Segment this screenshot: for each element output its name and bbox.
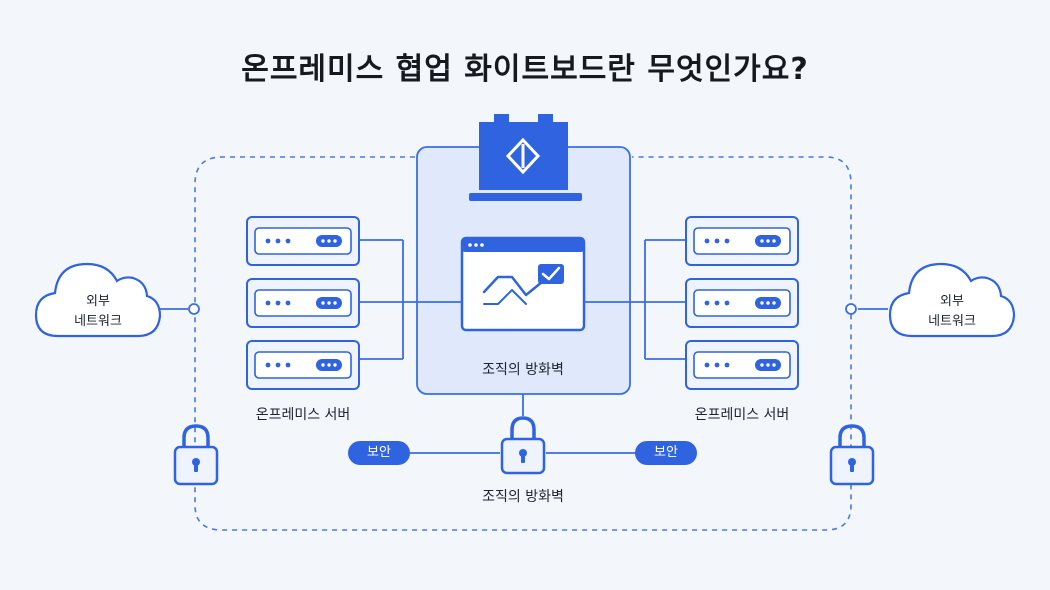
left-servers-label: 온프레미스 서버	[255, 407, 351, 423]
security-badge-right: 보안	[635, 441, 697, 465]
right-cloud-label-line1: 외부	[940, 294, 964, 309]
center-padlock-icon	[500, 416, 546, 475]
page-title: 온프레미스 협업 화이트보드란 무엇인가요?	[241, 52, 809, 87]
bottom-firewall-label: 조직의 방화벽	[482, 489, 564, 505]
server-unit-1	[246, 216, 360, 266]
left-padlock-icon	[173, 424, 219, 486]
server-unit-2	[685, 278, 799, 328]
network-boundary	[194, 156, 852, 531]
left-cloud-icon	[34, 262, 162, 338]
whiteboard-window-icon	[460, 236, 586, 332]
castle-shield-icon	[469, 114, 582, 201]
left-connectors	[160, 239, 462, 360]
right-cloud-icon	[888, 262, 1016, 338]
right-server-stack	[685, 216, 799, 390]
right-cloud-label-line2: 네트워크	[928, 314, 976, 329]
server-unit-3	[685, 340, 799, 390]
security-badge-left: 보안	[348, 441, 410, 465]
right-connectors	[584, 239, 888, 360]
left-cloud-label-line2: 네트워크	[74, 314, 122, 329]
left-server-stack	[246, 216, 360, 390]
right-junction	[845, 303, 857, 315]
server-unit-3	[246, 340, 360, 390]
left-cloud-label-line1: 외부	[86, 294, 110, 309]
server-unit-1	[685, 216, 799, 266]
server-unit-2	[246, 278, 360, 328]
right-padlock-icon	[829, 424, 875, 486]
left-junction	[188, 303, 200, 315]
right-servers-label: 온프레미스 서버	[694, 407, 790, 423]
firewall-panel-label: 조직의 방화벽	[482, 362, 564, 378]
right-cloud-label: 외부 네트워크	[912, 292, 992, 332]
left-cloud-label: 외부 네트워크	[58, 292, 138, 332]
